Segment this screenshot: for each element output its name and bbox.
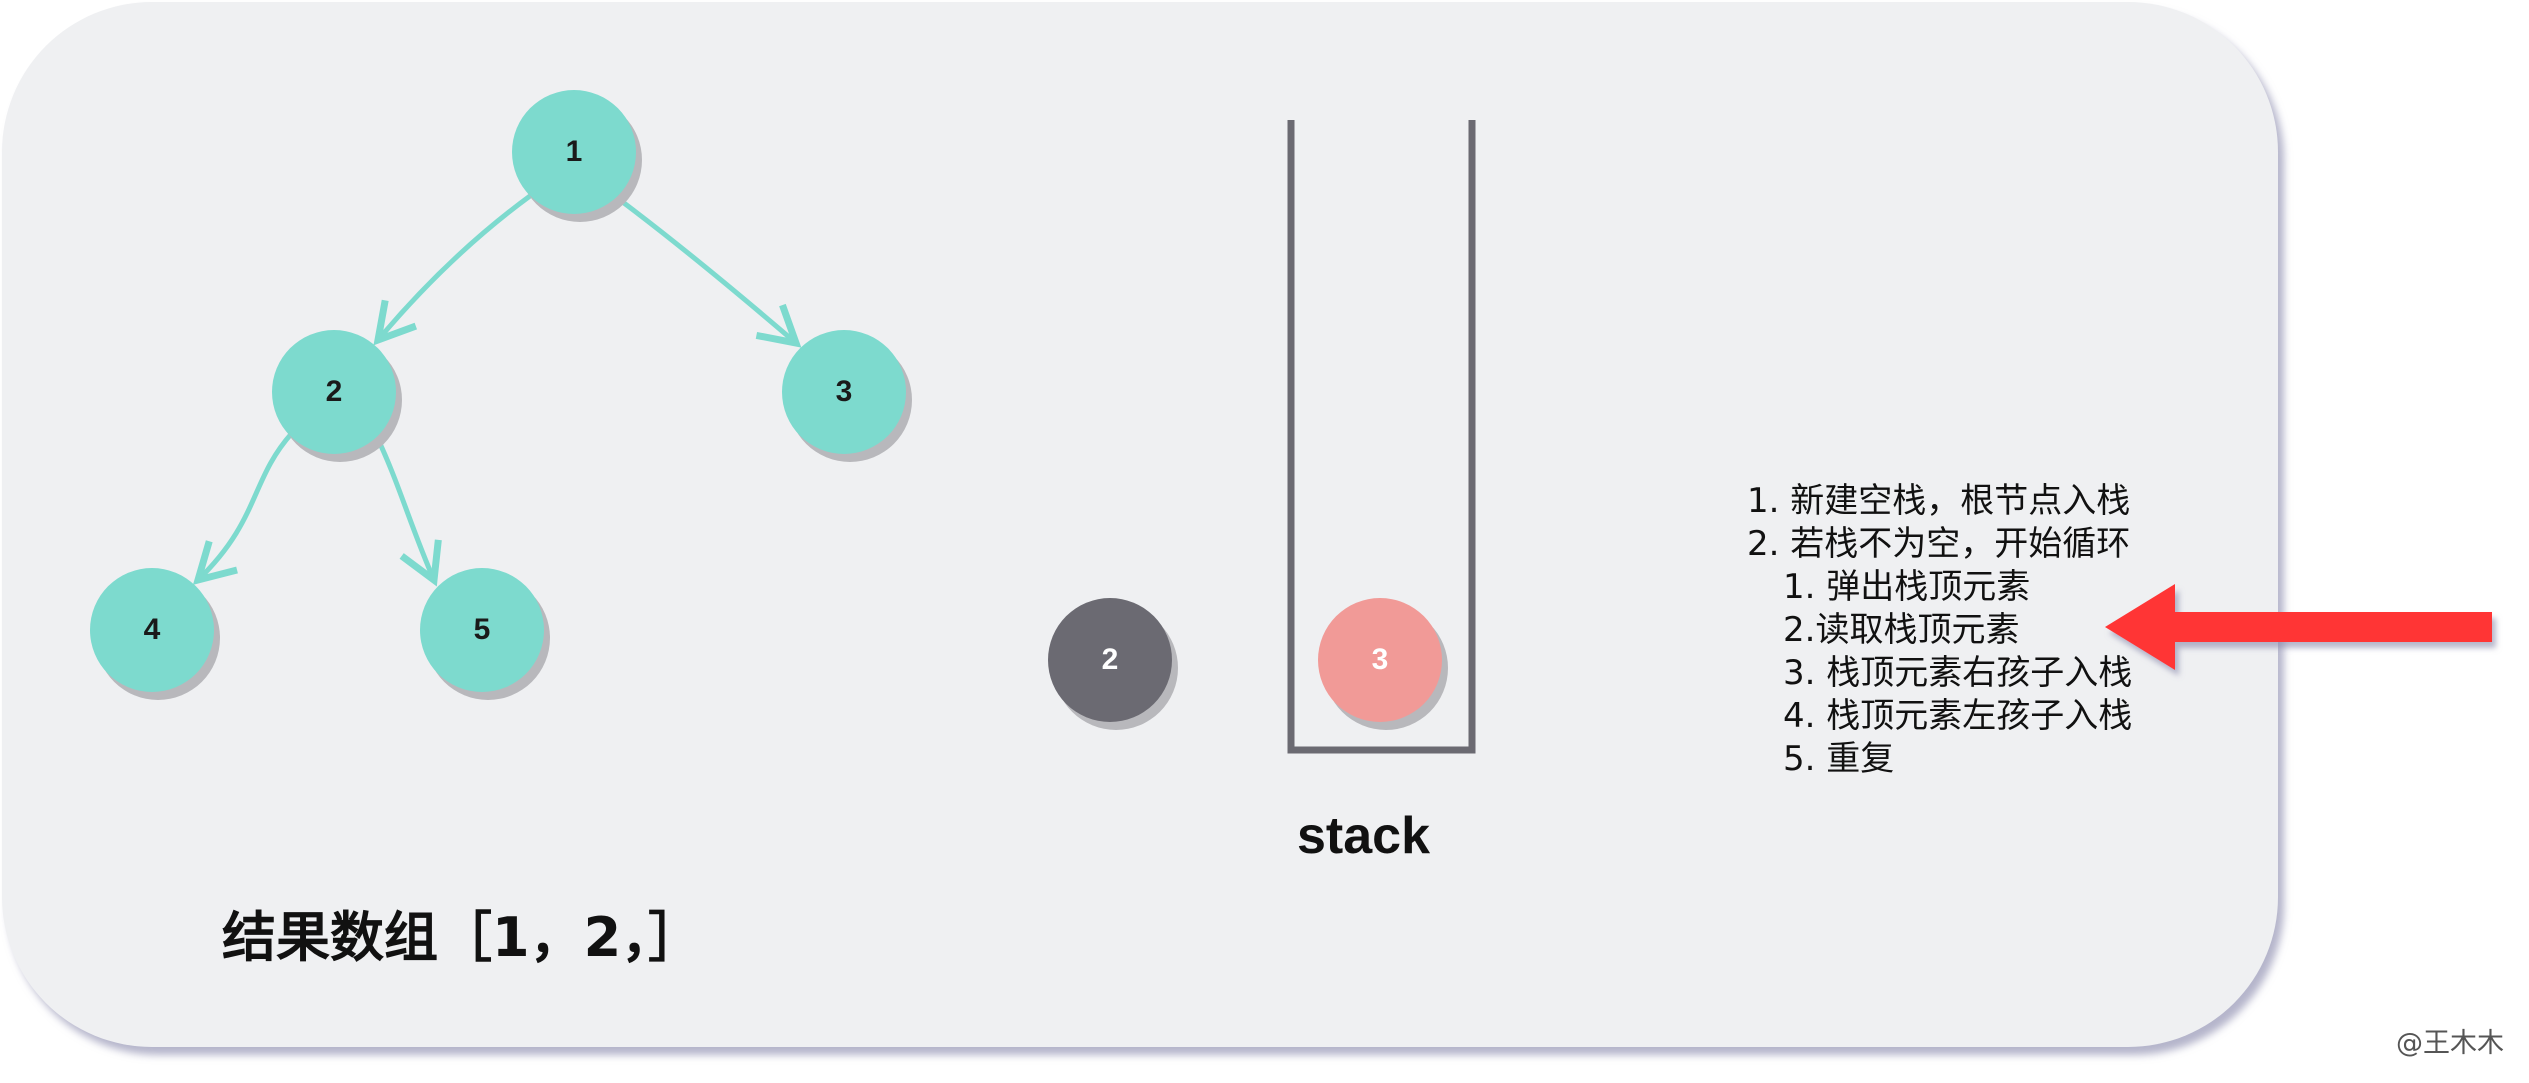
edge-1-2	[373, 193, 532, 346]
popped-node: 2	[1048, 598, 1178, 730]
step-line-current: 2.读取栈顶元素	[1783, 610, 2020, 650]
author-credit: @王木木	[2396, 1028, 2504, 1059]
edge-2-4	[192, 431, 294, 585]
step-line: 3. 栈顶元素右孩子入栈	[1783, 653, 2133, 693]
edge-2-5	[372, 431, 442, 587]
step-line: 5. 重复	[1783, 739, 1895, 779]
stack-container	[1287, 120, 1476, 754]
stack-item: 3	[1318, 598, 1448, 730]
pointer-arrow	[2105, 584, 2492, 670]
tree-node-3: 3	[782, 330, 912, 462]
algorithm-steps: 1. 新建空栈，根节点入栈 2. 若栈不为空，开始循环 1. 弹出栈顶元素 2.…	[1747, 480, 2132, 781]
step-line: 2. 若栈不为空，开始循环	[1747, 524, 2131, 564]
tree-node-2: 2	[272, 330, 402, 462]
tree-node-1: 1	[512, 90, 642, 222]
edge-1-3	[618, 198, 802, 348]
diagram-panel	[2, 2, 2278, 1047]
step-line: 1. 新建空栈，根节点入栈	[1747, 481, 2131, 521]
stack-label: stack	[1297, 807, 1430, 865]
tree-node-4: 4	[90, 568, 220, 700]
result-array: 结果数组［1，2，］	[222, 906, 703, 969]
step-line: 1. 弹出栈顶元素	[1783, 567, 2031, 607]
tree-node-5: 5	[420, 568, 550, 700]
step-line: 4. 栈顶元素左孩子入栈	[1783, 696, 2133, 736]
